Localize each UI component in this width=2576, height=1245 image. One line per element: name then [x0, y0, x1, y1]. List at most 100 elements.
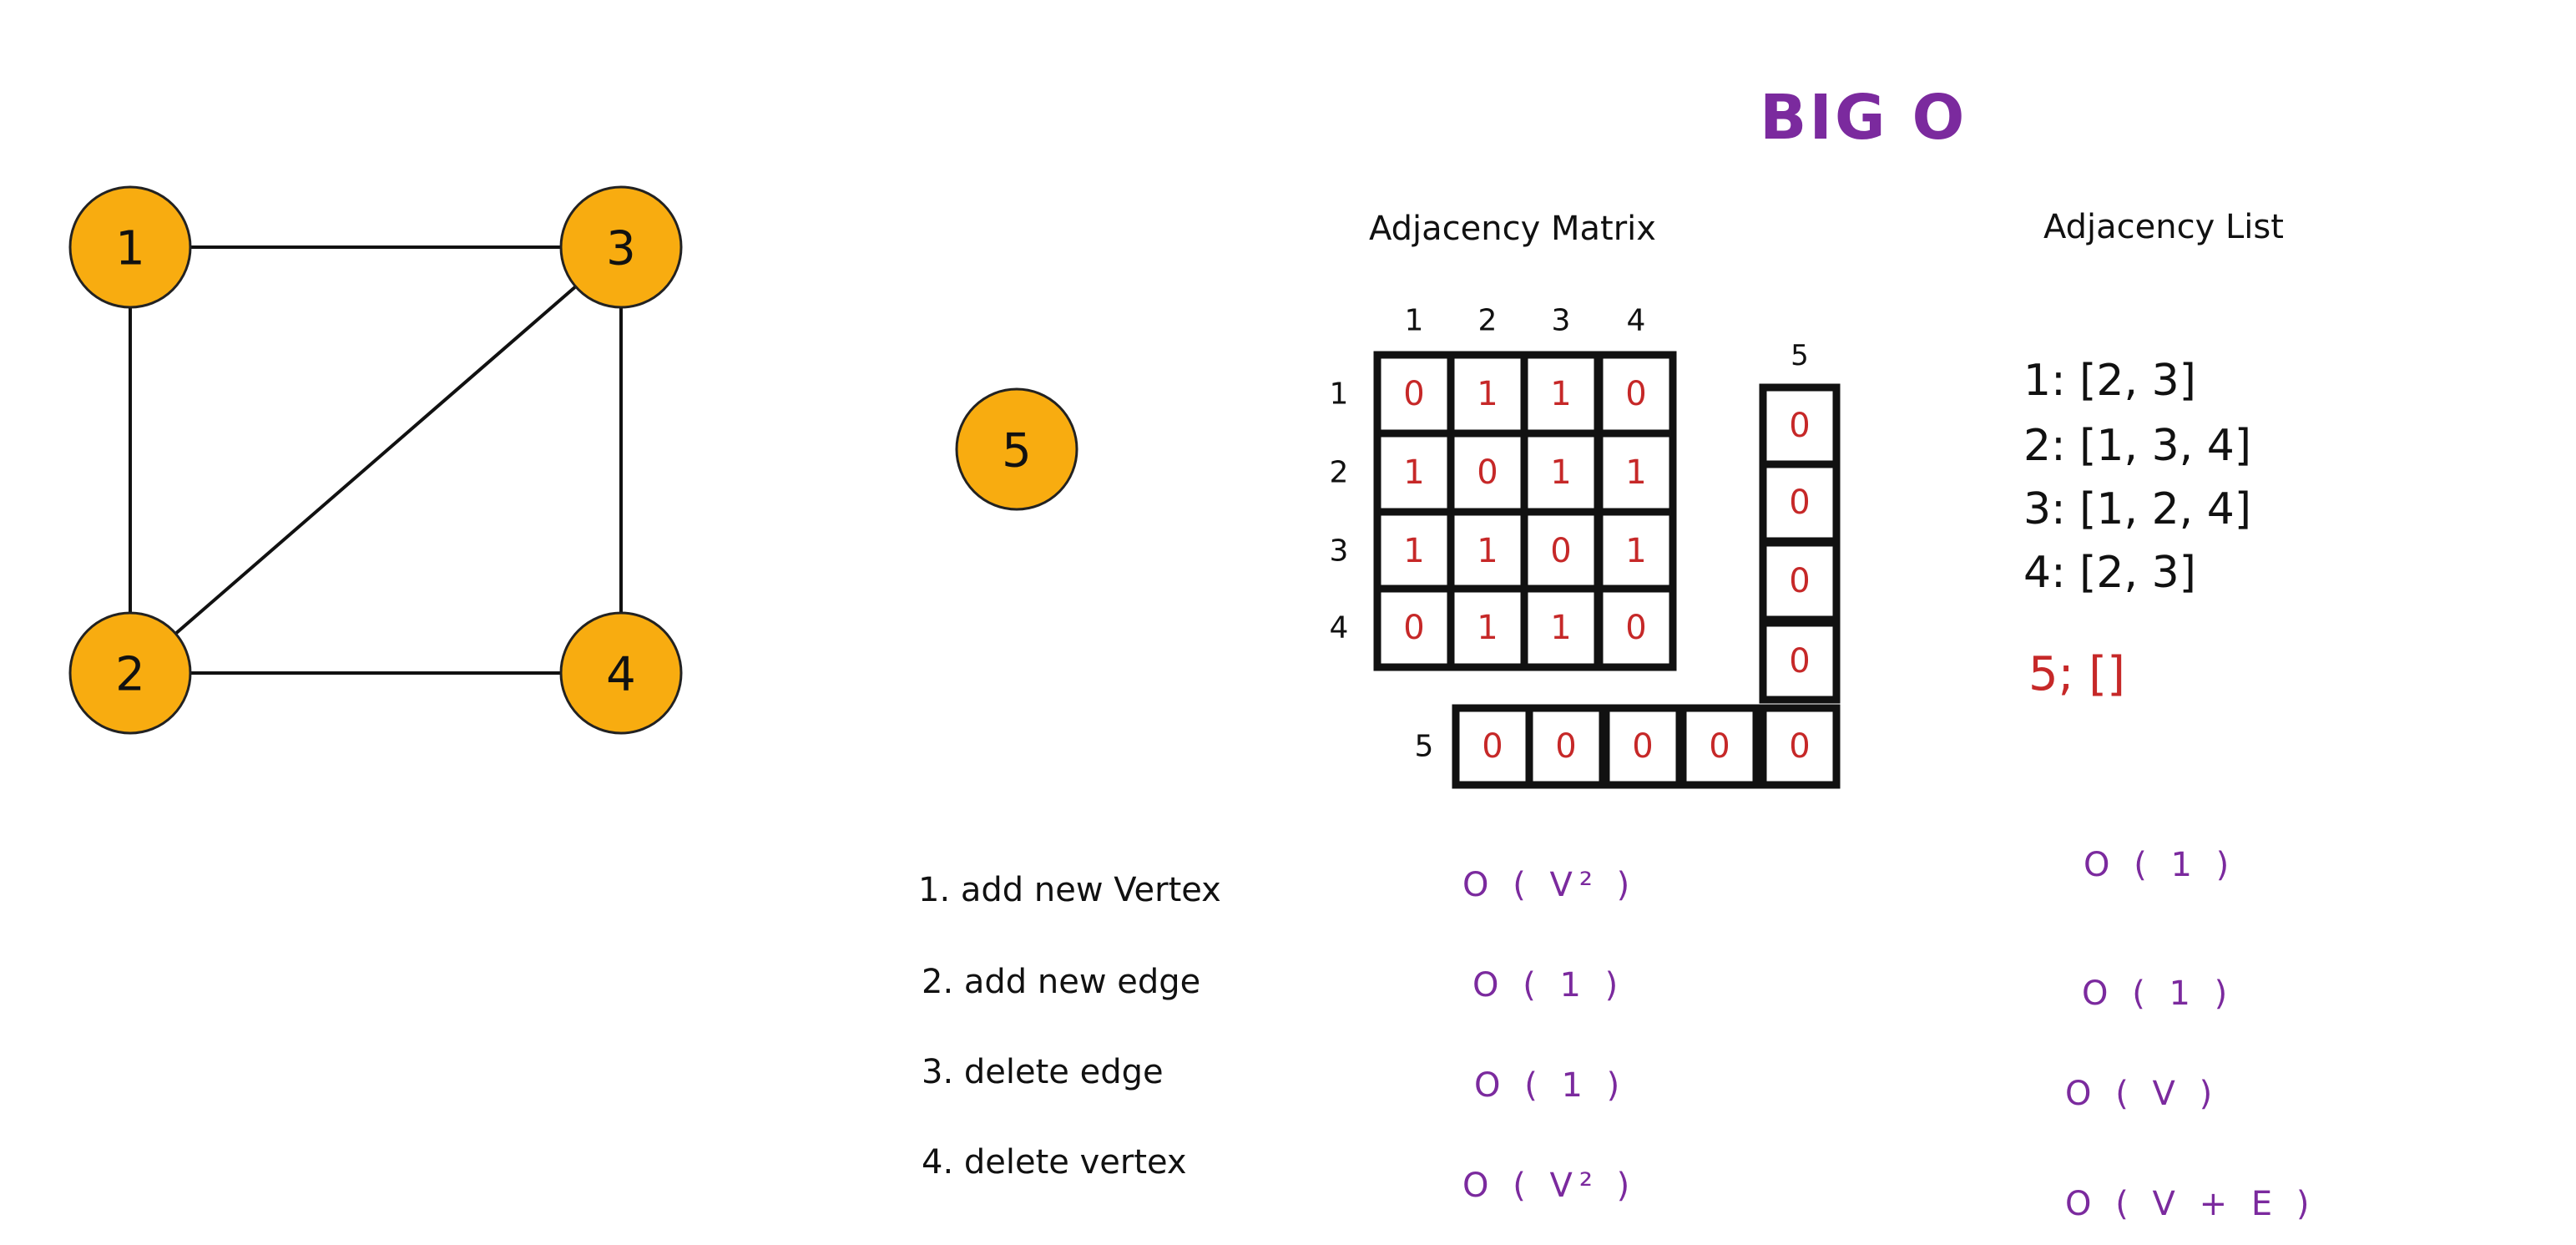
- matrix-cell-box: [1595, 508, 1677, 595]
- matrix-cell-value: 0: [1789, 642, 1810, 681]
- matrix-cell: 1: [1520, 351, 1602, 438]
- matrix-new-row-cell: 0: [1602, 704, 1684, 789]
- list-heading: Adjacency List: [2043, 208, 2284, 246]
- vertex-circle: [68, 185, 192, 309]
- matrix-cell-box: [1759, 704, 1841, 789]
- matrix-cell: 1: [1373, 508, 1455, 595]
- matrix-cell-box: [1759, 383, 1841, 468]
- matrix-complexity: O ( 1 ): [1474, 1066, 1627, 1105]
- vertex-4: 4: [559, 611, 683, 735]
- vertex-circle: [559, 611, 683, 735]
- matrix-col-header: 2: [1478, 304, 1498, 338]
- matrix-cell-box: [1452, 704, 1533, 789]
- matrix-cell-box: [1759, 619, 1841, 704]
- matrix-new-col-cell: 0: [1759, 383, 1841, 468]
- list-row-4: 4: [2, 3]: [2023, 548, 2196, 598]
- matrix-cell: 0: [1595, 585, 1677, 671]
- matrix-cell: 1: [1595, 429, 1677, 516]
- matrix-cell-value: 0: [1482, 727, 1503, 766]
- matrix-cell-value: 1: [1625, 453, 1646, 492]
- matrix-cell: 0: [1373, 351, 1455, 438]
- matrix-cell-box: [1602, 704, 1684, 789]
- matrix-cell-value: 1: [1550, 453, 1571, 492]
- matrix-cell: 1: [1373, 429, 1455, 516]
- matrix-cell-value: 1: [1477, 375, 1498, 413]
- operation-label: 4. delete vertex: [922, 1143, 1187, 1182]
- matrix-new-col-cell: 0: [1759, 539, 1841, 624]
- matrix-cell-value: 0: [1550, 532, 1571, 570]
- matrix-cell-box: [1520, 351, 1602, 438]
- vertex-1: 1: [68, 185, 192, 309]
- vertex-circle: [68, 611, 192, 735]
- matrix-cell: 1: [1520, 429, 1602, 516]
- matrix-cell-box: [1679, 704, 1760, 789]
- matrix-cell-value: 1: [1550, 375, 1571, 413]
- vertex-label: 5: [1002, 424, 1032, 478]
- vertex-3: 3: [559, 185, 683, 309]
- matrix-new-row-cell: 0: [1679, 704, 1760, 789]
- list-row-3: 3: [1, 2, 4]: [2023, 484, 2252, 534]
- matrix-cell-box: [1520, 508, 1602, 595]
- matrix-cell-value: 0: [1789, 407, 1810, 445]
- matrix-row-header: 4: [1330, 611, 1349, 645]
- matrix-new-row-header: 5: [1415, 730, 1434, 764]
- matrix-cell-value: 1: [1403, 532, 1424, 570]
- matrix-cell-box: [1373, 429, 1455, 516]
- matrix-new-row-cell: 0: [1525, 704, 1607, 789]
- matrix-complexity: O ( V² ): [1462, 1167, 1637, 1205]
- matrix-new-col-header: 5: [1791, 339, 1809, 372]
- matrix-cell: 1: [1595, 508, 1677, 595]
- list-complexity: O ( V ): [2065, 1075, 2220, 1113]
- matrix-new-row-cell: 0: [1759, 704, 1841, 789]
- vertex-5: 5: [955, 387, 1078, 511]
- matrix-col-header: 1: [1405, 304, 1424, 338]
- vertex-circle: [559, 185, 683, 309]
- list-complexity: O ( 1 ): [2082, 974, 2235, 1013]
- matrix-cell-value: 0: [1789, 727, 1810, 766]
- matrix-cell-value: 0: [1477, 453, 1498, 492]
- matrix-complexity: O ( 1 ): [1472, 966, 1625, 1005]
- matrix-cell-box: [1520, 429, 1602, 516]
- matrix-cell-box: [1447, 508, 1528, 595]
- list-row-1: 1: [2, 3]: [2023, 356, 2196, 406]
- matrix-cell-box: [1595, 585, 1677, 671]
- matrix-complexity: O ( V² ): [1462, 866, 1637, 904]
- matrix-cell: 0: [1595, 351, 1677, 438]
- matrix-cell: 1: [1447, 585, 1528, 671]
- matrix-cell-value: 0: [1632, 727, 1653, 766]
- matrix-cell: 1: [1447, 508, 1528, 595]
- matrix-row-header: 3: [1330, 534, 1349, 569]
- matrix-cell-value: 0: [1403, 375, 1424, 413]
- graph-vertices: 1 2 3 4 5: [68, 185, 1078, 735]
- matrix-cell-value: 1: [1403, 453, 1424, 492]
- vertex-2: 2: [68, 611, 192, 735]
- matrix-cell-value: 1: [1477, 532, 1498, 570]
- matrix-cell-value: 1: [1477, 609, 1498, 647]
- matrix-cell-value: 0: [1625, 609, 1646, 647]
- list-row-5-new: 5; []: [2028, 647, 2125, 701]
- vertex-label: 2: [115, 648, 145, 702]
- matrix-heading: Adjacency Matrix: [1369, 210, 1656, 248]
- matrix-row-header: 2: [1330, 456, 1349, 490]
- list-complexity: O ( V + E ): [2065, 1185, 2316, 1223]
- matrix-cell-value: 0: [1625, 375, 1646, 413]
- matrix-cell-box: [1447, 585, 1528, 671]
- matrix-cell: 1: [1447, 351, 1528, 438]
- vertex-label: 1: [115, 222, 145, 276]
- vertex-label: 3: [606, 222, 636, 276]
- page-title: BIG O: [1760, 82, 1967, 154]
- vertex-circle: [955, 387, 1078, 511]
- matrix-cell-value: 0: [1709, 727, 1730, 766]
- matrix-cell: 0: [1373, 585, 1455, 671]
- matrix-cell-box: [1595, 351, 1677, 438]
- matrix-cell: 0: [1447, 429, 1528, 516]
- matrix-cell-value: 0: [1403, 609, 1424, 647]
- matrix-cell-box: [1373, 508, 1455, 595]
- matrix-cell-box: [1759, 460, 1841, 545]
- operation-label: 2. add new edge: [922, 963, 1201, 1001]
- matrix-cell-value: 0: [1789, 562, 1810, 600]
- edge-2-3: [129, 245, 623, 675]
- operation-label: 3. delete edge: [922, 1053, 1164, 1091]
